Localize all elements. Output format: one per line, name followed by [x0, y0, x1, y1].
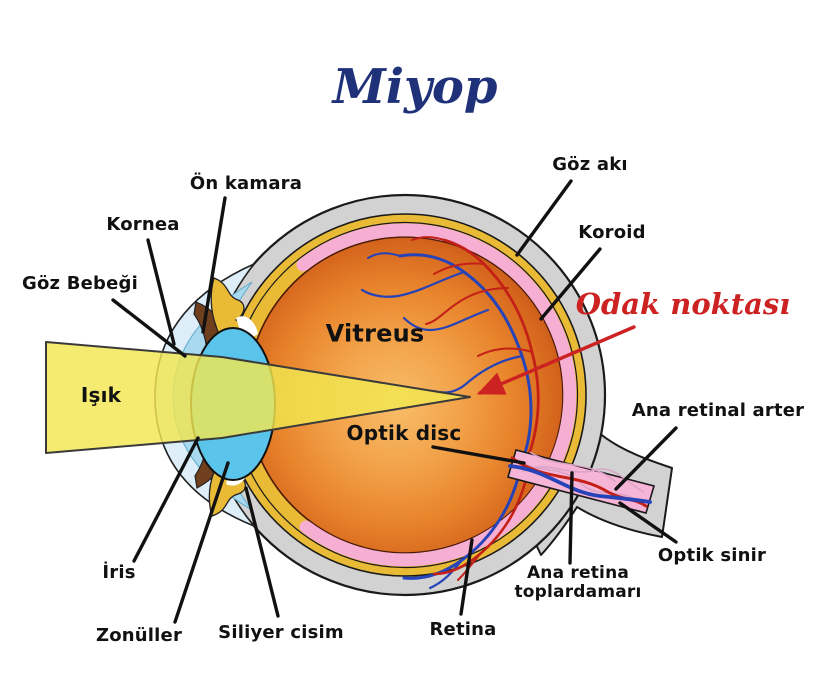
leader-on-kamara: [201, 196, 227, 334]
nerve-fiber-pattern: [517, 451, 645, 503]
label-retina: Retina: [429, 618, 497, 640]
leader-koroid: [539, 247, 602, 321]
leader-siliyer-cisim: [244, 486, 280, 618]
label-vitreus: Vitreus: [325, 319, 425, 348]
label-optik-disc: Optik disc: [346, 420, 462, 445]
leader-toplardamari: [568, 471, 574, 565]
leader-optik-sinir: [618, 501, 678, 544]
focal-point-arrow: [476, 325, 636, 395]
label-iris: İris: [102, 561, 136, 583]
label-kornea: Kornea: [106, 213, 180, 235]
label-optik-sinir: Optik sinir: [657, 544, 767, 566]
leader-retinal-arter: [614, 426, 678, 491]
retinal-veins: [360, 252, 533, 590]
leader-goz-aki: [515, 179, 573, 257]
label-on-kamara: Ön kamara: [189, 172, 303, 194]
label-isik: Işık: [80, 382, 122, 407]
leader-optik-disc: [431, 445, 526, 465]
label-zonuller: Zonüller: [95, 624, 183, 646]
retinal-arteries: [411, 236, 540, 581]
leader-kornea: [146, 238, 176, 346]
leader-lines: [111, 179, 678, 624]
retina-arc: [296, 223, 577, 567]
label-odak-noktasi: Odak noktası: [575, 287, 791, 321]
label-ana-retinal-arter: Ana retinal arter: [631, 399, 805, 421]
leader-retina: [459, 538, 474, 616]
leader-iris: [132, 436, 200, 563]
light-beam: [45, 341, 471, 454]
label-ana-retina-toplardamari: Ana retina toplardamarı: [514, 562, 642, 602]
central-retinal-vein: [508, 464, 652, 504]
label-goz-bebegi: Göz Bebeği: [22, 272, 138, 294]
leader-zonuller: [173, 461, 230, 624]
leader-goz-bebegi: [111, 298, 187, 358]
label-goz-aki: Göz akı: [552, 153, 628, 175]
page-title: Miyop: [332, 59, 498, 115]
label-siliyer-cisim: Siliyer cisim: [218, 621, 344, 643]
label-koroid: Koroid: [578, 221, 646, 243]
